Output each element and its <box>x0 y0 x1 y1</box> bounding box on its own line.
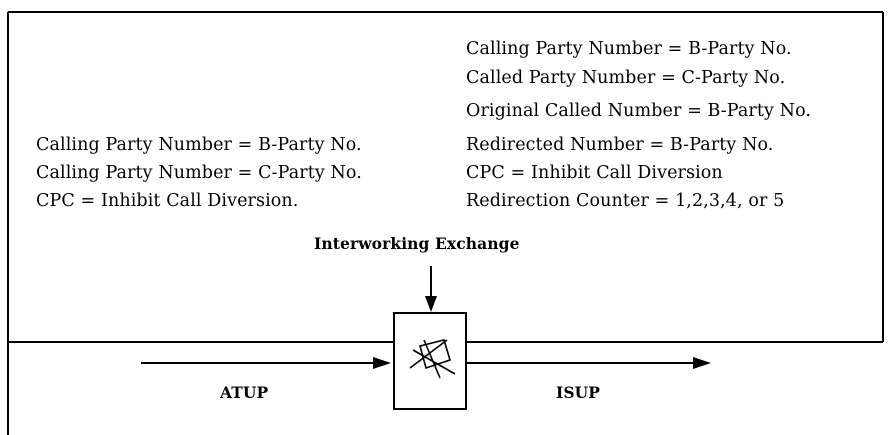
right-param-3: Original Called Number = B-Party No. <box>466 101 812 121</box>
atup-arrowhead <box>373 357 391 369</box>
exchange-label: Interworking Exchange <box>314 234 520 253</box>
left-param-1: Calling Party Number = B-Party No. <box>36 135 362 155</box>
isup-label: ISUP <box>556 383 601 402</box>
left-param-3: CPC = Inhibit Call Diversion. <box>36 191 299 211</box>
right-param-4: Redirected Number = B-Party No. <box>466 135 774 155</box>
right-param-2: Called Party Number = C-Party No. <box>466 68 786 88</box>
atup-label: ATUP <box>220 383 269 402</box>
right-param-6: Redirection Counter = 1,2,3,4, or 5 <box>466 191 785 211</box>
exchange-pointer-arrowhead <box>425 296 437 312</box>
left-param-2: Calling Party Number = C-Party No. <box>36 163 362 183</box>
isup-arrowhead <box>693 357 711 369</box>
right-param-1: Calling Party Number = B-Party No. <box>466 39 792 59</box>
exchange-box <box>393 312 467 410</box>
right-param-5: CPC = Inhibit Call Diversion <box>466 163 723 183</box>
switch-symbol <box>409 339 456 379</box>
